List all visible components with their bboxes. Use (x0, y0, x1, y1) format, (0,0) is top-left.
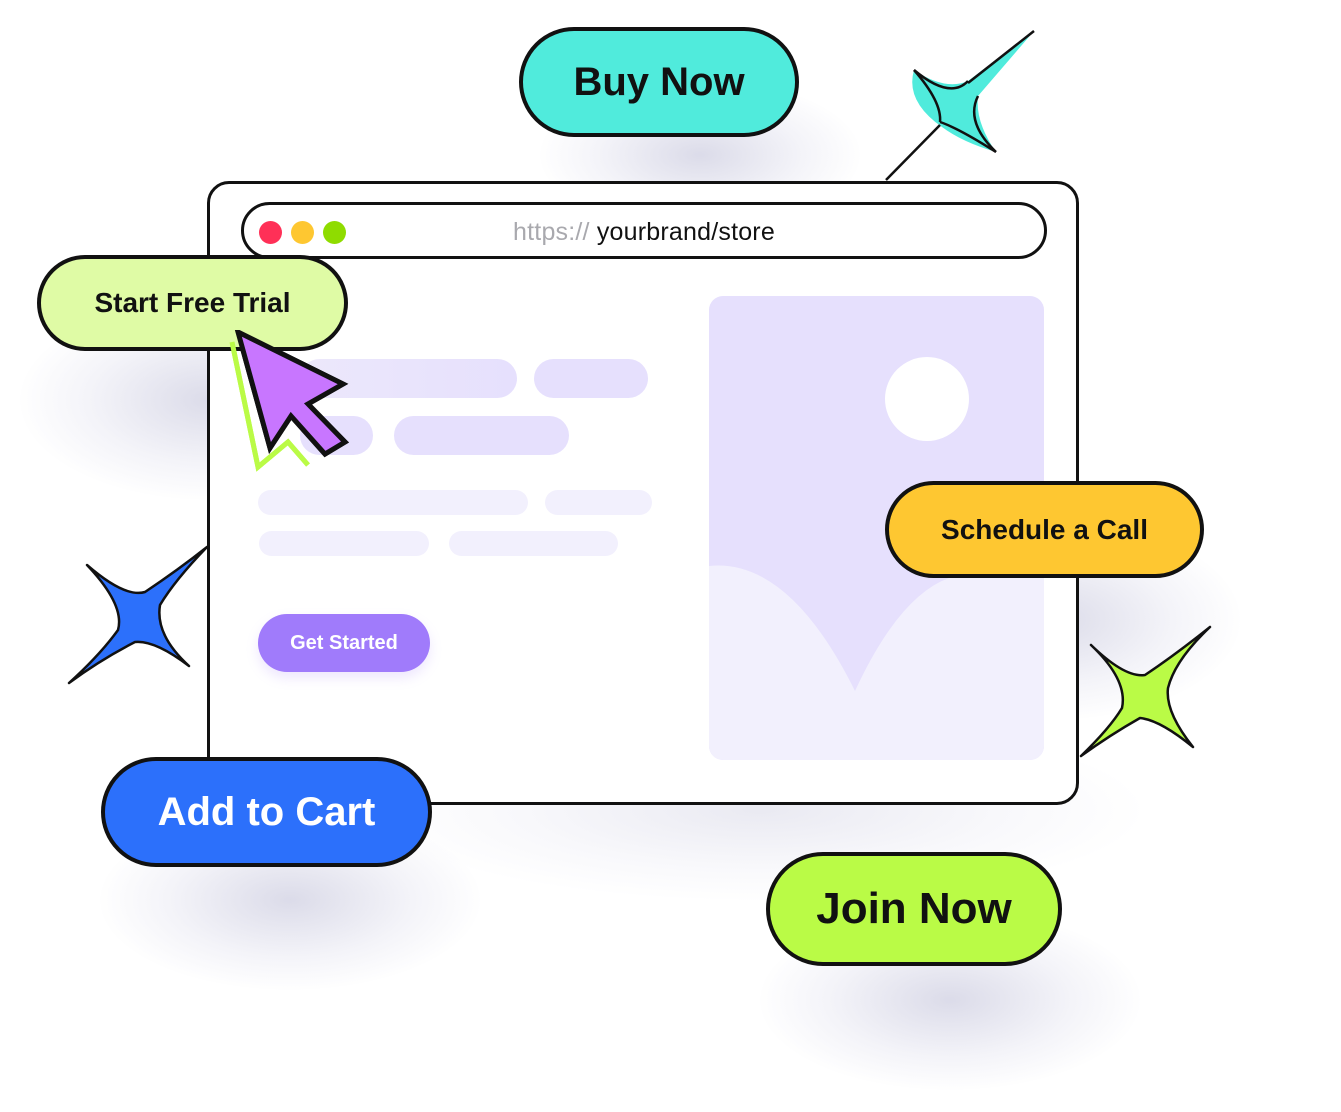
skeleton-line (449, 531, 618, 556)
schedule-call-button[interactable]: Schedule a Call (885, 481, 1204, 578)
skeleton-line (534, 359, 648, 398)
skeleton-line (545, 490, 652, 515)
add-to-cart-button[interactable]: Add to Cart (101, 757, 432, 867)
buy-now-button[interactable]: Buy Now (519, 27, 799, 137)
maximize-window-dot[interactable] (323, 221, 346, 244)
sparkle-top-right-icon (885, 30, 1035, 181)
sparkle-left-icon (67, 545, 209, 685)
url-text[interactable]: https:// yourbrand/store (244, 218, 1044, 247)
get-started-button[interactable]: Get Started (258, 614, 430, 672)
skeleton-line (394, 416, 569, 455)
minimize-window-dot[interactable] (291, 221, 314, 244)
start-free-trial-button[interactable]: Start Free Trial (37, 255, 348, 351)
skeleton-line (258, 490, 528, 515)
url-protocol: https:// (513, 218, 590, 246)
sparkle-right-icon (1079, 625, 1212, 758)
url-path: yourbrand/store (596, 218, 775, 246)
skeleton-line (259, 531, 429, 556)
address-bar[interactable]: https:// yourbrand/store (241, 202, 1047, 259)
image-icon (709, 357, 1044, 760)
join-now-button[interactable]: Join Now (766, 852, 1062, 966)
image-placeholder (709, 296, 1044, 760)
close-window-dot[interactable] (259, 221, 282, 244)
cursor-arrow-icon (229, 330, 349, 472)
